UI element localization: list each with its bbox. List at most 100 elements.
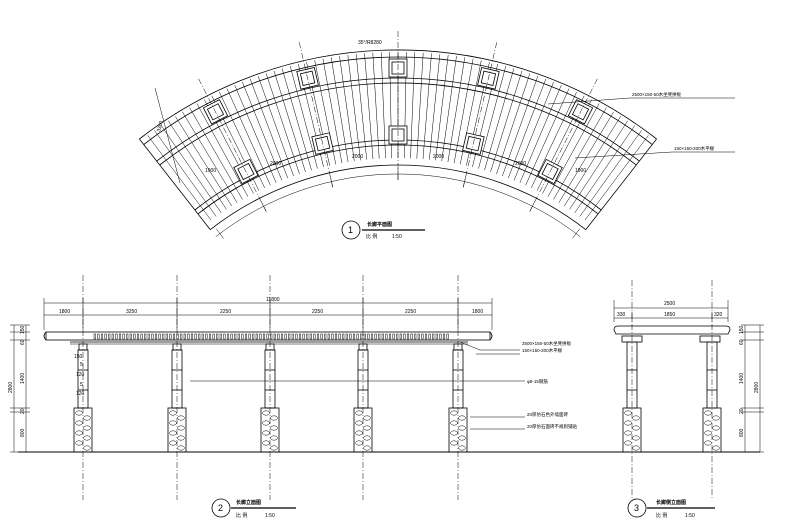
- front-total-label: 11800: [266, 297, 280, 303]
- front-rafter-end: [129, 333, 132, 340]
- front-rafter-end: [338, 333, 341, 340]
- plan-seg-label: 1900: [205, 168, 216, 174]
- plan-seg-label: 2000: [515, 161, 526, 167]
- stone-pattern: [450, 410, 458, 416]
- front-rafter-end: [324, 333, 327, 340]
- front-rafter-end: [298, 333, 302, 340]
- front-rafter-end: [151, 333, 154, 340]
- front-rafter-end: [435, 333, 438, 340]
- stone-pattern: [363, 445, 371, 451]
- stone-pattern: [262, 410, 270, 416]
- side-right-ticks: [741, 324, 764, 453]
- front-rafter-end: [360, 333, 363, 340]
- plan-rafter: [453, 58, 474, 164]
- stone-pattern: [355, 430, 363, 436]
- col-detail-label: 120: [76, 372, 85, 378]
- plan-rafter: [525, 88, 570, 186]
- front-columns: [73, 343, 468, 453]
- front-rafter-end: [187, 333, 190, 340]
- plan-rafter: [564, 116, 621, 207]
- front-rafter-end: [295, 333, 298, 340]
- front-rafter-end: [216, 333, 219, 340]
- front-rafter-end: [147, 333, 150, 340]
- front-rafter-end: [115, 333, 118, 340]
- stone-pattern: [624, 430, 632, 436]
- front-rafter-end: [205, 333, 208, 340]
- plan-rafter: [160, 125, 222, 214]
- stone-pattern: [262, 430, 270, 436]
- plan-dim-tick: [572, 228, 580, 239]
- front-rafter-end: [158, 333, 161, 340]
- front-rafter-end: [446, 333, 449, 340]
- front-rafter-end: [97, 333, 100, 340]
- side-height-label: 20: [739, 408, 745, 414]
- plan-title-block: 1 长廊平面图 比 例 1:50: [341, 220, 425, 240]
- front-rafter-end: [154, 333, 158, 340]
- plan-rafter: [435, 54, 449, 161]
- side-title-scale: 1:50: [685, 513, 695, 519]
- plan-dim-arc: [215, 173, 581, 237]
- plan-rafter: [372, 52, 380, 159]
- stone-pattern: [458, 445, 466, 451]
- stone-pattern: [75, 420, 83, 426]
- plan-segment-labels: 1900 2000 2000 2000 2000 1900: [205, 154, 586, 174]
- plan-rafter: [579, 130, 642, 217]
- side-top-seg: 330: [617, 312, 626, 318]
- plan-rafter: [167, 120, 227, 210]
- plan-seg-label: 2000: [270, 161, 281, 167]
- stone-pattern: [75, 440, 83, 446]
- front-rafter-end: [252, 333, 255, 340]
- plan-axis-line: [529, 77, 599, 212]
- front-left-total-label: 2800: [8, 382, 14, 393]
- plan-rafter: [441, 56, 457, 162]
- front-left-height-labels: 150 60 1400 20 800 2800: [8, 325, 26, 437]
- front-rafter-end: [421, 333, 424, 340]
- front-rafter-end: [288, 333, 291, 340]
- plan-rafter: [490, 70, 523, 173]
- front-seg-label: 2250: [312, 309, 323, 315]
- front-rafter-end: [273, 333, 276, 340]
- front-rafter-end: [378, 333, 381, 340]
- plan-width-label: 3300: [156, 120, 165, 133]
- front-rafter-end: [399, 333, 402, 340]
- front-seg-label: 2250: [220, 309, 231, 315]
- front-rafter-end: [234, 333, 237, 340]
- plan-rafter: [322, 58, 343, 164]
- stone-pattern: [83, 435, 91, 441]
- side-top-seg: 320: [714, 312, 723, 318]
- plan-dim-tick: [260, 200, 267, 212]
- plan-rafter: [502, 76, 539, 177]
- plan-rafter: [273, 70, 306, 173]
- front-height-label: 1400: [20, 373, 26, 384]
- front-rafter-end: [392, 333, 395, 340]
- plan-rafter: [355, 54, 367, 160]
- front-rafter-end: [165, 333, 168, 340]
- front-rafter-end: [270, 333, 273, 340]
- stone-pattern: [624, 420, 632, 426]
- stone-pattern: [83, 445, 91, 451]
- stone-pattern: [712, 445, 720, 451]
- side-top-seg: 1850: [664, 312, 675, 318]
- stone-pattern: [355, 440, 363, 446]
- stone-pattern: [712, 425, 720, 431]
- stone-pattern: [270, 435, 278, 441]
- front-rafter-end: [183, 333, 186, 340]
- plan-rafter: [584, 135, 649, 221]
- front-rafter-end: [432, 333, 435, 340]
- plan-seg-label: 2000: [433, 154, 444, 160]
- stone-pattern: [177, 425, 185, 431]
- side-top-total: 2500: [664, 301, 675, 307]
- front-rafter-end: [108, 333, 111, 340]
- front-rafter-end: [241, 333, 244, 340]
- plan-callout-leader-1: [547, 97, 735, 105]
- plan-rafter: [574, 125, 636, 214]
- front-callout: φ8-15钢筋: [527, 378, 548, 385]
- plan-rafter: [189, 107, 243, 200]
- plan-title-circle: [341, 220, 361, 240]
- front-rafter-end: [342, 333, 345, 340]
- front-rafter-end: [219, 333, 222, 340]
- plan-title-scale-prefix: 比 例: [366, 233, 377, 240]
- front-rafter-end: [172, 333, 176, 340]
- front-rafter-end: [313, 333, 316, 340]
- plan-dim-tick: [216, 228, 224, 239]
